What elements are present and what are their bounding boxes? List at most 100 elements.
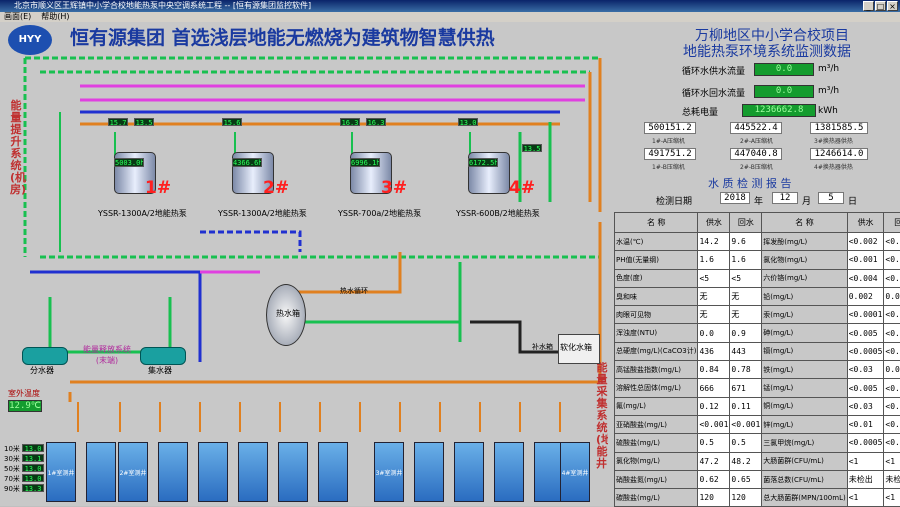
minimize-icon[interactable]: _ bbox=[863, 1, 874, 11]
param-value-cell: 1.6 bbox=[730, 251, 762, 269]
param-value-cell: 436 bbox=[698, 342, 730, 360]
param-name-cell: 总大肠菌群(MPN/100mL) bbox=[762, 489, 847, 507]
param-value-cell: 0.002 bbox=[847, 287, 884, 305]
scada-canvas: HYY 恒有源集团 首选浅层地能无燃烧为建筑物智慧供热 万柳地区中小学合校项目 … bbox=[0, 22, 900, 506]
well-i[interactable] bbox=[494, 442, 524, 502]
report-day: 5 bbox=[818, 192, 844, 204]
well-b[interactable] bbox=[158, 442, 188, 502]
hot-water-tank-label: 热水箱 bbox=[276, 308, 300, 319]
well-g[interactable] bbox=[414, 442, 444, 502]
col-supply-2: 供水 bbox=[847, 213, 884, 233]
meter-1b-label: 1#-B压缩机 bbox=[652, 162, 685, 171]
window-title: 北京市顺义区王辉镇中小学合校地能热泵中央空调系统工程 -- [恒有源集团监控软件… bbox=[0, 1, 311, 10]
project-subtitle: 地能热泵环境系统监测数据 bbox=[683, 41, 851, 61]
well-4-label: 4#室测井 bbox=[560, 468, 590, 477]
depth-50: 50米 bbox=[4, 464, 20, 474]
well-c[interactable] bbox=[198, 442, 228, 502]
param-value-cell: <0.002 bbox=[847, 233, 884, 251]
supply-flow-unit: m³/h bbox=[818, 64, 839, 74]
close-icon[interactable]: × bbox=[887, 1, 898, 11]
param-name-cell: 三氯甲烷(mg/L) bbox=[762, 434, 847, 452]
window-title-bar[interactable]: 北京市顺义区王辉镇中小学合校地能热泵中央空调系统工程 -- [恒有源集团监控软件… bbox=[0, 0, 900, 12]
menu-item-screen[interactable]: 画面(E) bbox=[4, 12, 31, 22]
param-value-cell: <0.03 bbox=[884, 397, 900, 415]
depth-70: 70米 bbox=[4, 474, 20, 484]
heat-pump-2-hours: 4366.6h bbox=[232, 158, 262, 167]
meter-2b-value: 447040.8 bbox=[730, 148, 782, 160]
energy-mining-system-label: 能量采集系统(地能井) bbox=[596, 362, 608, 502]
col-supply-1: 供水 bbox=[698, 213, 730, 233]
param-name-cell: 大肠菌群(CFU/mL) bbox=[762, 452, 847, 470]
param-value-cell: <0.0005 bbox=[884, 434, 900, 452]
return-flow-unit: m³/h bbox=[818, 86, 839, 96]
supply-flow-value: 0.0 bbox=[754, 63, 814, 76]
param-value-cell: 无 bbox=[730, 287, 762, 305]
meter-3-label: 3#换热器供热 bbox=[814, 136, 853, 145]
param-name-cell: 亚硝酸盐(mg/L) bbox=[615, 415, 698, 433]
param-value-cell: 未检出 bbox=[884, 470, 900, 488]
heat-pump-2-number: 2# bbox=[263, 178, 289, 198]
meter-2a-label: 2#-A压缩机 bbox=[740, 136, 773, 145]
temp-readout-1: 15.7 bbox=[108, 118, 128, 126]
maximize-icon[interactable]: □ bbox=[875, 1, 886, 11]
param-value-cell: 未检出 bbox=[847, 470, 884, 488]
menu-item-help[interactable]: 帮助(H) bbox=[41, 12, 69, 22]
param-name-cell: PH值(无量纲) bbox=[615, 251, 698, 269]
energy-up-system-label: 能量提升系统(机房) bbox=[10, 100, 22, 196]
param-name-cell: 臭和味 bbox=[615, 287, 698, 305]
param-name-cell: 锌(mg/L) bbox=[762, 415, 847, 433]
param-value-cell: 0.5 bbox=[730, 434, 762, 452]
heat-pump-4-hours: 6172.5h bbox=[468, 158, 498, 167]
depth-70-value: 13.0 bbox=[22, 474, 44, 482]
table-header-row: 名 称 供水 回水 名 称 供水 回水 bbox=[615, 213, 900, 233]
param-value-cell: <0.005 bbox=[847, 324, 884, 342]
soft-water-tank-label: 软化水箱 bbox=[560, 342, 592, 353]
report-title: 水 质 检 测 报 告 bbox=[708, 175, 791, 191]
param-value-cell: <0.0001 bbox=[847, 306, 884, 324]
param-value-cell: 0.0 bbox=[698, 324, 730, 342]
depth-30: 30米 bbox=[4, 454, 20, 464]
heat-pump-3-hours: 6996.1h bbox=[350, 158, 380, 167]
param-value-cell: 0.12 bbox=[698, 397, 730, 415]
well-f[interactable] bbox=[318, 442, 348, 502]
param-value-cell: 443 bbox=[730, 342, 762, 360]
slogan-title: 恒有源集团 首选浅层地能无燃烧为建筑物智慧供热 bbox=[70, 23, 495, 50]
param-value-cell: <1 bbox=[884, 489, 900, 507]
well-e[interactable] bbox=[278, 442, 308, 502]
return-flow-label: 循环水回水流量 bbox=[682, 86, 745, 99]
well-a[interactable] bbox=[86, 442, 116, 502]
param-value-cell: 无 bbox=[698, 287, 730, 305]
well-h[interactable] bbox=[454, 442, 484, 502]
param-value-cell: 0.03 bbox=[884, 361, 900, 379]
heat-pump-2-model: YSSR-1300A/2地能热泵 bbox=[218, 208, 307, 219]
temp-readout-4: 16.3 bbox=[340, 118, 360, 126]
temp-readout-3: 15.6 bbox=[222, 118, 242, 126]
param-name-cell: 铜(mg/L) bbox=[762, 397, 847, 415]
heat-pump-1-number: 1# bbox=[145, 178, 171, 198]
param-value-cell: <0.0001 bbox=[884, 306, 900, 324]
param-value-cell: 1.6 bbox=[698, 251, 730, 269]
param-value-cell: <0.001 bbox=[698, 415, 730, 433]
temp-readout-6: 13.0 bbox=[458, 118, 478, 126]
report-year: 2018 bbox=[720, 192, 750, 204]
param-name-cell: 菌落总数(CFU/mL) bbox=[762, 470, 847, 488]
param-value-cell: <0.005 bbox=[884, 379, 900, 397]
heat-pump-4-model: YSSR-600B/2地能热泵 bbox=[456, 208, 540, 219]
param-value-cell: 无 bbox=[698, 306, 730, 324]
heat-pump-3-model: YSSR-700a/2地能热泵 bbox=[338, 208, 421, 219]
heat-pump-4-number: 4# bbox=[509, 178, 535, 198]
well-d[interactable] bbox=[238, 442, 268, 502]
param-name-cell: 硫酸盐(mg/L) bbox=[615, 434, 698, 452]
hot-water-circ-label: 热水循环 bbox=[340, 286, 368, 296]
param-value-cell: 0.9 bbox=[730, 324, 762, 342]
meter-4-value: 1246614.0 bbox=[810, 148, 868, 160]
return-flow-value: 0.0 bbox=[754, 85, 814, 98]
param-name-cell: 镉(mg/L) bbox=[762, 342, 847, 360]
report-year-unit: 年 bbox=[754, 194, 763, 207]
param-name-cell: 六价铬(mg/L) bbox=[762, 269, 847, 287]
meter-1a-label: 1#-A压缩机 bbox=[652, 136, 685, 145]
